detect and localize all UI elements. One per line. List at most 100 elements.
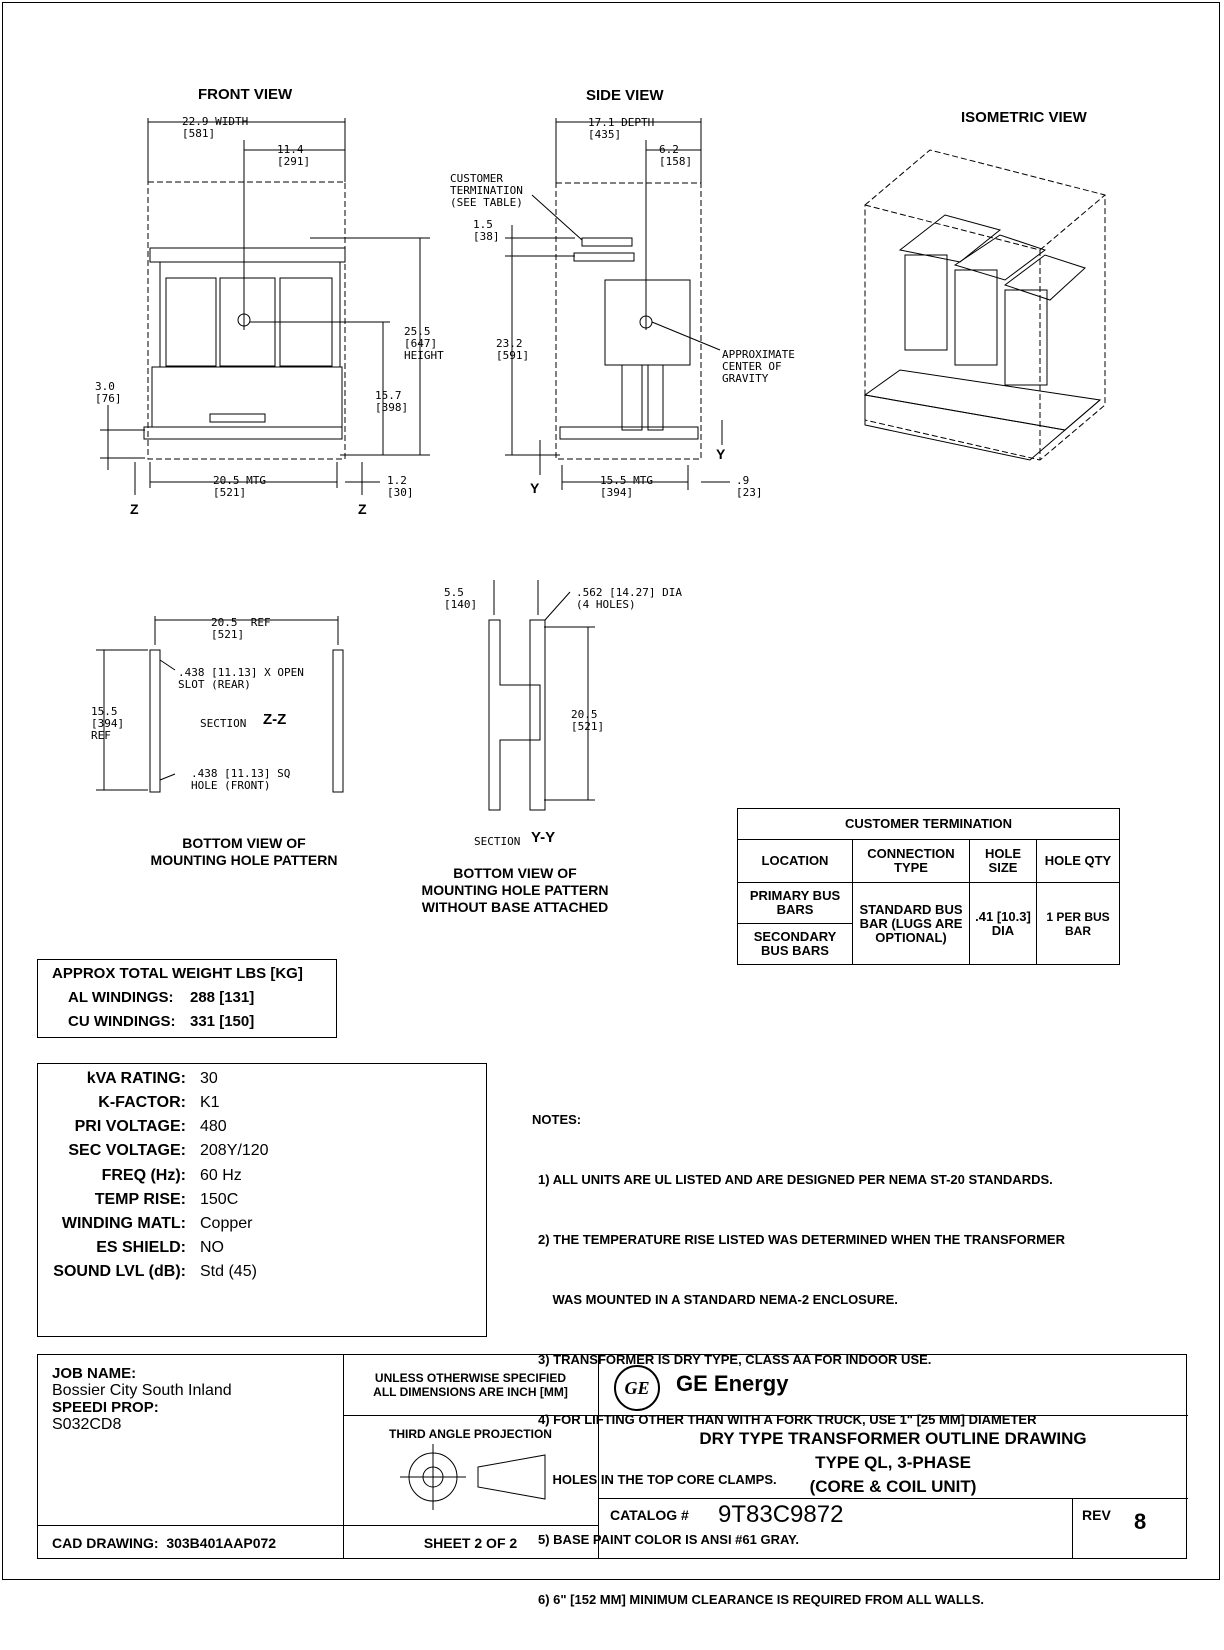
- dim-half-width: 11.4 [291]: [277, 143, 311, 168]
- dim-side-height: 23.2 [591]: [496, 337, 530, 362]
- drawing-title-line1: DRY TYPE TRANSFORMER OUTLINE DRAWING: [699, 1429, 1087, 1448]
- dim-yy-width: 5.5 [140]: [444, 586, 478, 611]
- front-view-title: FRONT VIEW: [198, 86, 293, 103]
- hole-qty-value: 1 PER BUS BAR: [1036, 882, 1120, 965]
- speedi-prop-value: S032CD8: [52, 1416, 122, 1433]
- rating-value: 60 Hz: [200, 1167, 242, 1184]
- rating-label: K-FACTOR:: [98, 1094, 186, 1111]
- dim-front-mtg: 20.5 MTG [521]: [213, 474, 266, 499]
- location-primary: PRIMARY BUS BARS: [737, 882, 853, 924]
- projection-label: THIRD ANGLE PROJECTION: [389, 1427, 552, 1441]
- cad-drawing-value: 303B401AAP072: [166, 1535, 277, 1551]
- y-mark-left: Y: [530, 480, 540, 496]
- outline-drawings: [96, 118, 1106, 1510]
- cad-drawing: CAD DRAWING: 303B401AAP072: [52, 1535, 276, 1551]
- rating-row: ES SHIELD: NO: [38, 1239, 486, 1261]
- header-location: LOCATION: [737, 839, 853, 883]
- note-item: 5) BASE PAINT COLOR IS ANSI #61 GRAY.: [538, 1532, 800, 1547]
- hole-size-value: .41 [10.3] DIA: [969, 882, 1037, 965]
- al-windings-value: 288 [131]: [190, 989, 255, 1006]
- section-yy-drawing: [488, 580, 595, 811]
- catalog-number: 9T83C9872: [718, 1501, 844, 1528]
- section-yy-mark: Y-Y: [531, 829, 556, 846]
- job-name-value: Bossier City South Inland: [52, 1382, 232, 1399]
- note-item: 1) ALL UNITS ARE UL LISTED AND ARE DESIG…: [538, 1172, 1053, 1187]
- note-item: 6) 6" [152 MM] MINIMUM CLEARANCE IS REQU…: [538, 1592, 985, 1607]
- dim-height: 25.5 [647] HEIGHT: [404, 325, 444, 362]
- cu-windings-value: 331 [150]: [190, 1013, 255, 1030]
- dim-base: 3.0 [76]: [95, 380, 122, 405]
- notes-title: NOTES:: [532, 1112, 582, 1127]
- note-item: WAS MOUNTED IN A STANDARD NEMA-2 ENCLOSU…: [538, 1292, 898, 1307]
- dim-width: 22.9 WIDTH [581]: [182, 115, 249, 140]
- bottom-yy-line3: WITHOUT BASE ATTACHED: [421, 899, 609, 915]
- rating-row: WINDING MATL:Copper: [38, 1215, 486, 1237]
- bottom-view-yy-caption: BOTTOM VIEW OF MOUNTING HOLE PATTERN WIT…: [400, 865, 630, 916]
- ratings-box: kVA RATING:30 K-FACTOR:K1 PRI VOLTAGE:48…: [37, 1063, 487, 1337]
- rating-value: K1: [200, 1094, 220, 1111]
- rating-value: Std (45): [200, 1263, 257, 1280]
- unless-specified: UNLESS OTHERWISE SPECIFIED: [374, 1371, 567, 1385]
- bottom-view-zz-caption: BOTTOM VIEW OF MOUNTING HOLE PATTERN: [134, 835, 354, 869]
- side-view-drawing: [505, 118, 730, 490]
- dim-zz-slot: .438 [11.13] X OPEN SLOT (REAR): [178, 666, 304, 691]
- isometric-view-title: ISOMETRIC VIEW: [961, 109, 1087, 126]
- customer-termination-table: CUSTOMER TERMINATION LOCATION CONNECTION…: [737, 808, 1120, 965]
- section-zz-mark: Z-Z: [263, 711, 287, 728]
- dim-cg-height: 15.7 [398]: [375, 389, 409, 414]
- drawing-title: DRY TYPE TRANSFORMER OUTLINE DRAWING TYP…: [598, 1427, 1188, 1499]
- title-block: JOB NAME: Bossier City South Inland SPEE…: [37, 1354, 1188, 1559]
- rating-row: SEC VOLTAGE:208Y/120: [38, 1142, 486, 1164]
- rating-value: 150C: [200, 1191, 239, 1208]
- location-secondary: SECONDARY BUS BARS: [737, 923, 853, 965]
- side-view-title: SIDE VIEW: [586, 87, 664, 104]
- rating-label: FREQ (Hz):: [101, 1167, 186, 1184]
- cad-drawing-label: CAD DRAWING:: [52, 1535, 159, 1551]
- rating-value: NO: [200, 1239, 224, 1256]
- termination-title: CUSTOMER TERMINATION: [737, 808, 1120, 840]
- drawing-border: [2, 2, 1220, 1580]
- dim-yy-length: 20.5 [521]: [571, 708, 605, 733]
- dimension-note: UNLESS OTHERWISE SPECIFIED ALL DIMENSION…: [343, 1371, 598, 1399]
- dim-yy-hole: .562 [14.27] DIA (4 HOLES): [576, 586, 682, 611]
- z-mark-right: Z: [358, 501, 367, 517]
- rating-row: K-FACTOR: K1: [38, 1094, 486, 1116]
- rating-label: ES SHIELD:: [96, 1239, 186, 1256]
- rating-row: SOUND LVL (dB): Std (45): [38, 1263, 486, 1285]
- drawing-title-line3: (CORE & COIL UNIT): [809, 1477, 977, 1496]
- rev-value: 8: [1134, 1509, 1147, 1534]
- rating-value: Copper: [200, 1215, 253, 1232]
- rating-value: 30: [200, 1070, 218, 1087]
- cu-windings-label: CU WINDINGS:: [68, 1013, 176, 1030]
- y-mark-right: Y: [716, 446, 726, 462]
- connection-type-value: STANDARD BUS BAR (LUGS ARE OPTIONAL): [852, 882, 970, 965]
- dim-zz-side: 15.5 [394] REF: [91, 705, 125, 742]
- drawing-title-line2: TYPE QL, 3-PHASE: [815, 1453, 971, 1472]
- dim-zz-ref: 20.5 REF [521]: [211, 616, 271, 641]
- rating-label: TEMP RISE:: [94, 1191, 186, 1208]
- dim-side-edge: .9 [23]: [736, 474, 763, 499]
- isometric-view-drawing: [863, 149, 1106, 461]
- ge-logo: GE: [614, 1365, 660, 1411]
- dim-zz-hole: .438 [11.13] SQ HOLE (FRONT): [191, 767, 291, 792]
- dim-center-of-gravity: APPROXIMATE CENTER OF GRAVITY: [722, 348, 795, 385]
- third-angle-symbol: [400, 1444, 546, 1510]
- front-view-drawing: [100, 118, 430, 495]
- dim-half-depth: 6.2 [158]: [659, 143, 693, 168]
- section-zz-drawing: [96, 616, 344, 793]
- header-hole-qty: HOLE QTY: [1036, 839, 1120, 883]
- note-item: HOLES IN THE TOP CORE CLAMPS.: [538, 1472, 777, 1487]
- job-info: JOB NAME: Bossier City South Inland SPEE…: [52, 1365, 232, 1433]
- rating-label: SOUND LVL (dB):: [53, 1263, 186, 1280]
- note-item: 3) TRANSFORMER IS DRY TYPE, CLASS AA FOR…: [538, 1352, 932, 1367]
- rating-label: SEC VOLTAGE:: [68, 1142, 186, 1159]
- note-item: 2) THE TEMPERATURE RISE LISTED WAS DETER…: [538, 1232, 1065, 1247]
- dim-customer-termination: CUSTOMER TERMINATION (SEE TABLE): [450, 172, 523, 209]
- bottom-zz-line2: MOUNTING HOLE PATTERN: [150, 852, 338, 868]
- speedi-prop-label: SPEEDI PROP:: [52, 1399, 159, 1416]
- section-zz-label: SECTION: [200, 717, 247, 730]
- dim-depth: 17.1 DEPTH [435]: [588, 116, 655, 141]
- section-yy-label: SECTION: [474, 835, 521, 848]
- rating-label: PRI VOLTAGE:: [74, 1118, 186, 1135]
- bottom-yy-line2: MOUNTING HOLE PATTERN: [421, 882, 609, 898]
